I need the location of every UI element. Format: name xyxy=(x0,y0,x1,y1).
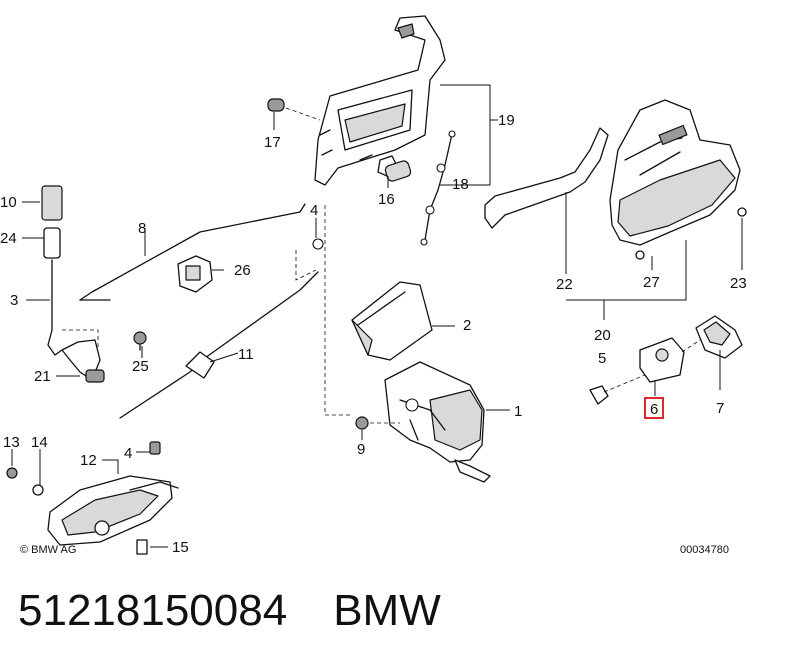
mounting-parts-5-6-7 xyxy=(589,315,743,405)
callout-12: 12 xyxy=(80,452,97,469)
callout-14: 14 xyxy=(31,434,48,451)
screw-part-25 xyxy=(133,331,147,351)
parts-diagram: 1 2 3 4 4 5 6 7 8 9 10 11 12 13 14 15 16… xyxy=(0,15,747,556)
copyright-text: © BMW AG xyxy=(20,544,76,556)
callout-27: 27 xyxy=(643,274,660,291)
callout-21: 21 xyxy=(34,368,51,385)
callout-20: 20 xyxy=(594,327,611,344)
outer-handle-parts-23-27 xyxy=(609,99,747,260)
callout-16: 16 xyxy=(378,191,395,208)
callout-22: 22 xyxy=(556,276,573,293)
clip-part-26 xyxy=(177,255,213,293)
callout-26: 26 xyxy=(234,262,251,279)
callout-24: 24 xyxy=(0,230,17,247)
lock-rod-parts-3-10-21-24 xyxy=(41,185,105,383)
callout-1: 1 xyxy=(514,403,522,420)
leader-lines xyxy=(11,84,743,548)
callout-7: 7 xyxy=(716,400,724,417)
drawing-number: 00034780 xyxy=(680,544,729,556)
callout-17: 17 xyxy=(264,134,281,151)
callout-3: 3 xyxy=(10,292,18,309)
screw-part-9 xyxy=(355,416,400,430)
callout-13: 13 xyxy=(3,434,20,451)
door-lock-part-1 xyxy=(384,361,491,483)
callout-labels: 1 2 3 4 4 5 6 7 8 9 10 11 12 13 14 15 16… xyxy=(0,112,747,556)
control-unit-part-2 xyxy=(351,281,433,361)
screw-part-16 xyxy=(377,155,412,182)
bracket-part-19 xyxy=(314,15,446,186)
rod-part-8 xyxy=(79,203,306,301)
callout-6: 6 xyxy=(650,401,658,418)
rod-part-18 xyxy=(420,130,456,246)
callout-5: 5 xyxy=(598,350,606,367)
brand-name: BMW xyxy=(333,586,441,635)
callout-2: 2 xyxy=(463,317,471,334)
callout-19: 19 xyxy=(498,112,515,129)
grommet-part-17 xyxy=(267,98,321,121)
callout-8: 8 xyxy=(138,220,146,237)
callout-4-lower: 4 xyxy=(124,445,132,462)
callout-18: 18 xyxy=(452,176,469,193)
callout-15: 15 xyxy=(172,539,189,556)
part-number: 51218150084 xyxy=(18,586,288,635)
inner-handle-parts-12-15 xyxy=(6,441,179,555)
callout-11: 11 xyxy=(238,346,254,363)
callout-25: 25 xyxy=(132,358,149,375)
highlight-box-6 xyxy=(644,397,664,419)
callout-9: 9 xyxy=(357,441,365,458)
callout-4-upper: 4 xyxy=(310,202,318,219)
caption: 51218150084 BMW xyxy=(18,586,441,642)
callout-10: 10 xyxy=(0,194,17,211)
rod-part-11 xyxy=(119,238,324,419)
trim-strip-part-22 xyxy=(484,127,609,229)
callout-23: 23 xyxy=(730,275,747,292)
